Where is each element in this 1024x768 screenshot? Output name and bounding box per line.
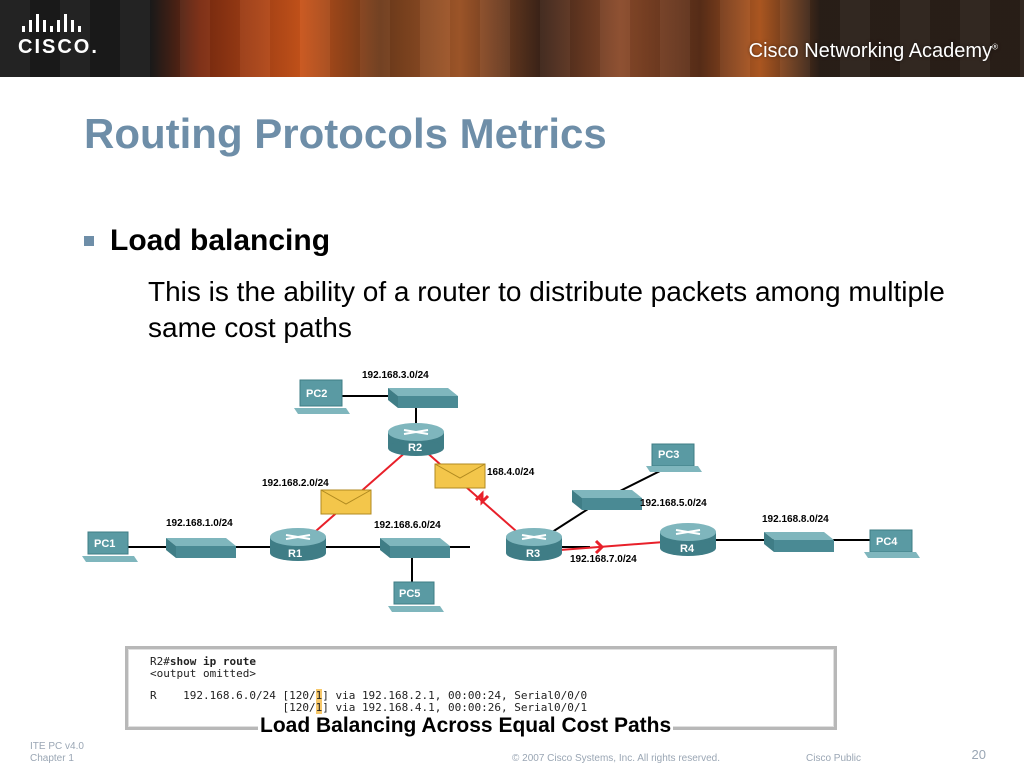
router-r2: R2 (388, 423, 444, 456)
route-path-1: ] via 192.168.2.1, 00:00:24, Serial0/0/0 (322, 689, 588, 702)
terminal-prompt: R2# (150, 655, 170, 668)
footer-classification: Cisco Public (806, 753, 862, 764)
registered-mark: ® (992, 42, 998, 52)
cisco-wordmark: CISCO. (18, 36, 99, 58)
net-label-n7: 192.168.7.0/24 (570, 554, 637, 565)
net-label-n6: 192.168.6.0/24 (374, 520, 441, 531)
terminal-line-3: R 192.168.6.0/24 [120/1] via 192.168.2.1… (150, 689, 587, 702)
route-prefix: R 192.168.6.0/24 [120/ (150, 689, 316, 702)
router-r2-label: R2 (408, 442, 422, 454)
footer-copyright: © 2007 Cisco Systems, Inc. All rights re… (512, 753, 721, 764)
pc-pc2: PC2 (294, 379, 350, 414)
pc-pc3: PC3 (646, 443, 702, 472)
serial-bolt-icon-2 (474, 490, 490, 506)
route-indent: [120/ (150, 701, 316, 714)
terminal-line-1: R2#show ip route (150, 655, 256, 668)
router-r1-label: R1 (288, 548, 302, 560)
switch-3 (388, 388, 458, 408)
metric-highlight-2: 1 (315, 701, 323, 714)
pc1-label: PC1 (94, 538, 115, 550)
terminal-command: show ip route (169, 655, 256, 668)
net-label-n1: 192.168.1.0/24 (166, 518, 233, 529)
terminal-line-4: [120/1] via 192.168.4.1, 00:00:26, Seria… (150, 701, 587, 714)
page-number: 20 (971, 747, 986, 762)
metric-highlight-1: 1 (315, 689, 323, 702)
switches (166, 388, 834, 558)
bullet-heading: Load balancing (110, 224, 331, 257)
slide-title: Routing Protocols Metrics (84, 110, 607, 157)
envelope-right-icon (434, 463, 486, 489)
router-r1: R1 (270, 528, 326, 561)
pc2-label: PC2 (306, 388, 327, 400)
terminal-line-2: <output omitted> (150, 667, 256, 680)
routers: R2 R1 R3 R4 (270, 423, 716, 561)
pc-pc1: PC1 (82, 531, 138, 562)
link-r2-r3 (415, 442, 533, 546)
net-label-n5: 192.168.5.0/24 (640, 498, 707, 509)
bullet-square-icon (84, 236, 94, 246)
academy-title: Cisco Networking Academy® (749, 40, 998, 63)
switch-6 (380, 538, 450, 558)
serial-bolt-icon (594, 539, 605, 555)
net-label-n2: 192.168.2.0/24 (262, 478, 329, 489)
envelope-left-icon (320, 489, 372, 515)
route-path-2: ] via 192.168.4.1, 00:00:26, Serial0/0/1 (322, 701, 588, 714)
router-r3-label: R3 (526, 548, 540, 560)
pc4-label: PC4 (876, 536, 898, 548)
cisco-logo: CISCO. (18, 14, 108, 64)
pc3-label: PC3 (658, 449, 679, 461)
diagram-caption: Load Balancing Across Equal Cost Paths (258, 714, 674, 738)
bullet-row: Load balancing (84, 224, 330, 258)
body-text: This is the ability of a router to distr… (148, 276, 945, 343)
router-r3: R3 (506, 528, 562, 561)
pc-pc4: PC4 (864, 529, 920, 558)
pc-pc5: PC5 (388, 581, 444, 612)
net-label-n8: 192.168.8.0/24 (762, 514, 829, 525)
links (120, 395, 880, 590)
pc5-label: PC5 (399, 588, 420, 600)
cisco-bars-icon (22, 14, 108, 32)
net-label-n4: 168.4.0/24 (487, 467, 535, 478)
footer-chapter: Chapter 1 (30, 753, 74, 764)
academy-text: Cisco Networking Academy (748, 40, 993, 62)
net-label-n3: 192.168.3.0/24 (362, 370, 429, 381)
network-diagram: R2 R1 R3 R4 PC2 (82, 370, 920, 612)
router-r4-label: R4 (680, 543, 695, 555)
switch-1 (166, 538, 236, 558)
footer-course: ITE PC v4.0 (30, 741, 84, 752)
router-r4: R4 (660, 523, 716, 556)
banner-photo-strip (0, 0, 1024, 77)
pcs: PC2 PC3 PC1 PC4 PC5 (82, 379, 920, 612)
header-banner: CISCO. Cisco Networking Academy® (0, 0, 1024, 77)
switch-5 (572, 490, 642, 510)
switch-8 (764, 532, 834, 552)
